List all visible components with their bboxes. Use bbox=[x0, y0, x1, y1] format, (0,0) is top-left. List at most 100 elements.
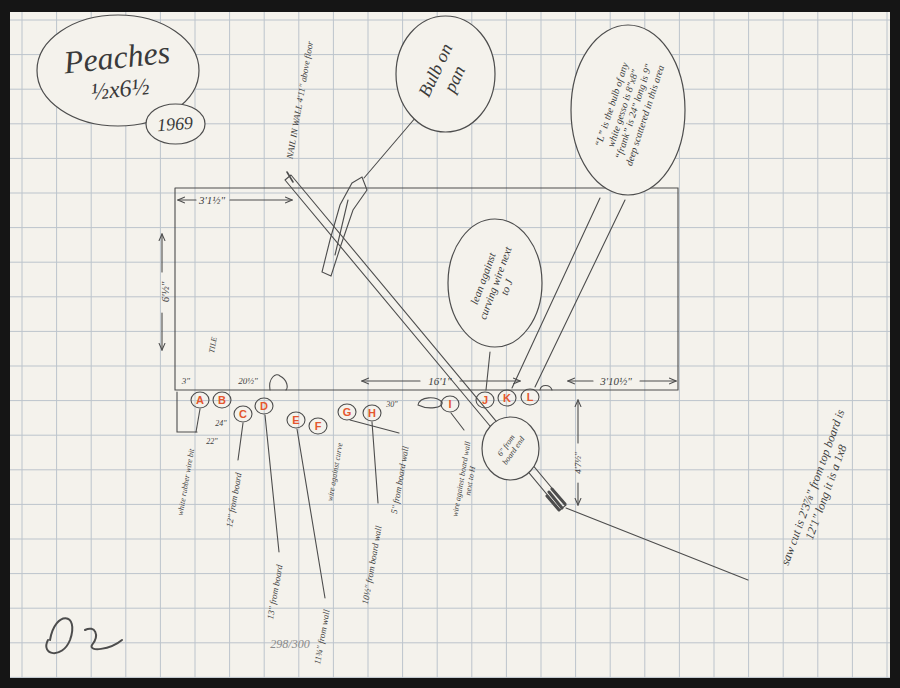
dimension-label: 30" bbox=[386, 400, 397, 409]
grid-paper bbox=[10, 12, 890, 678]
leader-line bbox=[486, 352, 490, 390]
object-outline bbox=[363, 405, 381, 421]
note-circle: “L” is the bulb of any white gesso is 8"… bbox=[570, 24, 686, 196]
dimension-label: 16'1" bbox=[428, 375, 451, 388]
object-outline bbox=[287, 412, 305, 428]
object-outline bbox=[191, 392, 209, 408]
oval-outline bbox=[448, 219, 542, 347]
leader-line bbox=[566, 508, 748, 580]
grid-line bbox=[10, 193, 890, 194]
grid-line bbox=[264, 12, 265, 678]
object-outline bbox=[521, 389, 539, 405]
text-group: Peaches½x6½ bbox=[61, 33, 174, 108]
note-circle: 6" from board end bbox=[481, 416, 540, 481]
leader-line bbox=[350, 420, 399, 433]
grid-line bbox=[402, 12, 403, 678]
object-outline bbox=[213, 392, 231, 408]
dimension-label: 4'7½" bbox=[573, 452, 583, 473]
object-outline bbox=[498, 390, 516, 406]
rock-sketch bbox=[418, 398, 442, 408]
text-group: 1969 bbox=[156, 112, 193, 135]
grid-line bbox=[10, 539, 890, 540]
date-oval: 1969 bbox=[145, 103, 206, 145]
grid-lines bbox=[10, 12, 890, 678]
dimension-label: 20½" bbox=[238, 376, 258, 386]
dimension-label: 6'½" bbox=[159, 282, 172, 303]
dimension-line bbox=[161, 313, 162, 350]
oval-outline bbox=[146, 104, 205, 144]
object-letter: A bbox=[196, 394, 204, 407]
object-outline bbox=[309, 418, 327, 434]
object-letter: B bbox=[218, 394, 226, 407]
dimension-label: 24" bbox=[215, 419, 226, 428]
grid-line bbox=[10, 677, 890, 678]
wall-outline bbox=[175, 188, 678, 390]
tile-bracket bbox=[177, 392, 197, 432]
leader-line bbox=[196, 409, 200, 432]
leader-line bbox=[372, 422, 378, 503]
object-letter: E bbox=[292, 414, 299, 427]
grid-line bbox=[10, 435, 890, 436]
grid-line bbox=[10, 608, 890, 609]
leader-line bbox=[297, 429, 325, 598]
edition-number: 298/300 bbox=[270, 638, 309, 652]
grid-line bbox=[333, 12, 334, 678]
board-end bbox=[547, 489, 565, 510]
object-letter: D bbox=[260, 400, 268, 413]
object-outline bbox=[476, 392, 494, 408]
grid-line bbox=[22, 12, 23, 678]
leader-line bbox=[364, 110, 422, 178]
object-letter: G bbox=[343, 406, 352, 419]
grid-line bbox=[887, 12, 888, 678]
grid-line bbox=[10, 331, 890, 332]
leader-line bbox=[451, 413, 464, 430]
grid-line bbox=[783, 12, 784, 678]
object-letter: L bbox=[527, 391, 534, 404]
grid-line bbox=[852, 12, 853, 678]
object-letter: J bbox=[482, 394, 488, 407]
object-letter: F bbox=[315, 420, 322, 433]
grid-line bbox=[10, 158, 890, 159]
oval-outline bbox=[396, 16, 495, 132]
dimension-line bbox=[460, 380, 520, 381]
dimension-line bbox=[178, 199, 196, 200]
board bbox=[285, 175, 566, 510]
dimension-line bbox=[640, 380, 676, 381]
grid-line bbox=[10, 504, 890, 505]
grid-line bbox=[229, 12, 230, 678]
grid-line bbox=[748, 12, 749, 678]
dimension-line bbox=[568, 380, 593, 381]
dimension-line bbox=[362, 380, 420, 381]
handwritten-note: 1969 bbox=[156, 112, 193, 135]
object-outline bbox=[338, 404, 356, 420]
jar-sketch bbox=[540, 386, 552, 391]
dimension-label: 3" bbox=[182, 376, 190, 386]
leader-line bbox=[238, 423, 243, 460]
bulb-sketch bbox=[322, 177, 367, 276]
grid-line bbox=[10, 227, 890, 228]
grid-line bbox=[10, 642, 890, 643]
dimension-label: 3'10½" bbox=[600, 375, 632, 388]
grid-line bbox=[56, 12, 57, 678]
grid-line bbox=[10, 469, 890, 470]
object-letter: K bbox=[503, 392, 511, 405]
object-letter: H bbox=[368, 407, 376, 420]
leader-line bbox=[265, 415, 279, 552]
signature bbox=[46, 618, 122, 653]
dimension-label: 22" bbox=[206, 437, 217, 446]
oval-outline bbox=[482, 417, 539, 480]
dimension-line bbox=[230, 199, 292, 200]
dimension-line bbox=[577, 400, 578, 443]
object-letter: I bbox=[448, 398, 451, 411]
object-letter: C bbox=[239, 408, 247, 421]
leader-line bbox=[535, 200, 625, 387]
grid-line bbox=[714, 12, 715, 678]
grid-line bbox=[10, 573, 890, 574]
object-outline bbox=[441, 396, 459, 412]
oval-outline bbox=[571, 25, 685, 195]
object-outline bbox=[255, 398, 273, 414]
grid-line bbox=[817, 12, 818, 678]
jar-sketch bbox=[270, 375, 287, 390]
dimension-label: 3'1½" bbox=[199, 194, 225, 207]
dimension-line bbox=[577, 483, 578, 505]
